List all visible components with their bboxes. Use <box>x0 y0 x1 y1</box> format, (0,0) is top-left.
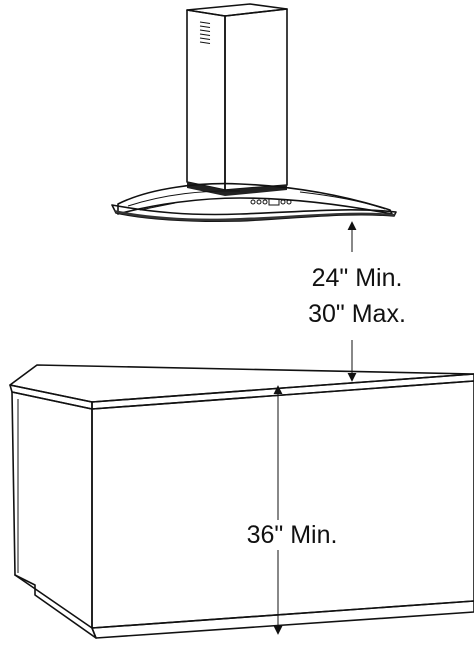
hood-clearance-dimension: 24" Min. 30" Max. <box>308 221 406 382</box>
chimney-base <box>187 182 287 196</box>
clearance-max-label: 30" Max. <box>308 300 406 328</box>
countertop-front-edge <box>9 384 93 410</box>
chimney-top <box>186 3 288 17</box>
control-panel <box>250 198 292 206</box>
countertop-right-edge <box>91 373 474 410</box>
base-cabinet <box>9 364 474 639</box>
chimney-vents <box>199 21 211 44</box>
counter-height-dimension: 36" Min. <box>247 385 338 635</box>
clearance-min-label: 24" Min. <box>312 264 403 292</box>
countertop-surface <box>9 364 474 403</box>
chimney-side <box>224 8 288 191</box>
chimney-front <box>186 9 226 191</box>
cabinet-front <box>91 380 474 629</box>
counter-height-label: 36" Min. <box>247 521 338 549</box>
range-hood <box>111 3 397 223</box>
toe-kick-front <box>91 600 474 639</box>
cabinet-left-side <box>11 391 93 629</box>
toe-kick-left <box>14 574 97 639</box>
